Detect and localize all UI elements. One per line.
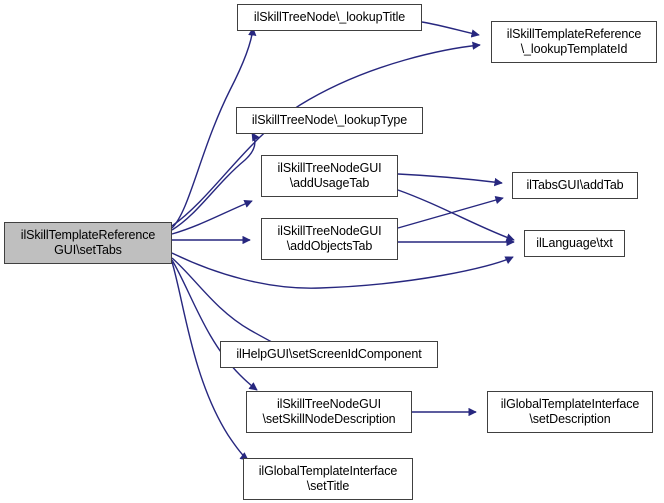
call-edge [171,199,253,235]
call-edge [397,173,503,187]
graph-node-addObjectsTab[interactable]: ilSkillTreeNodeGUI \addObjectsTab [261,218,398,260]
graph-node-label: ilSkillTreeNodeGUI \addObjectsTab [277,224,382,253]
call-edge [171,261,249,461]
graph-node-label: ilSkillTemplateReference GUI\setTabs [20,228,156,257]
call-edge [171,41,481,227]
graph-node-setTitle[interactable]: ilGlobalTemplateInterface \setTitle [243,458,413,500]
graph-node-label: ilHelpGUI\setScreenIdComponent [236,347,422,361]
graph-node-setScreenIdComponent[interactable]: ilHelpGUI\setScreenIdComponent [220,341,438,368]
call-edge [421,21,480,38]
graph-node-addTab[interactable]: ilTabsGUI\addTab [512,172,638,199]
call-edge [397,189,515,242]
graph-node-label: ilSkillTreeNode\_lookupTitle [253,10,406,24]
graph-node-lookupTemplateId[interactable]: ilSkillTemplateReference \_lookupTemplat… [491,21,657,63]
graph-node-languageTxt[interactable]: ilLanguage\txt [524,230,625,257]
graph-node-setDescription[interactable]: ilGlobalTemplateInterface \setDescriptio… [487,391,653,433]
graph-node-label: ilSkillTreeNodeGUI \addUsageTab [277,161,382,190]
call-edge [397,195,504,229]
graph-node-lookupTitle[interactable]: ilSkillTreeNode\_lookupTitle [237,4,422,31]
graph-node-label: ilSkillTemplateReference \_lookupTemplat… [506,27,642,56]
graph-node-label: ilLanguage\txt [536,236,613,250]
graph-node-label: ilGlobalTemplateInterface \setTitle [258,464,398,493]
graph-node-label: ilSkillTreeNode\_lookupType [251,113,408,127]
call-edge [171,132,260,231]
graph-node-label: ilSkillTreeNodeGUI \setSkillNodeDescript… [262,397,396,426]
call-edge [171,27,257,229]
graph-node-label: ilGlobalTemplateInterface \setDescriptio… [500,397,640,426]
graph-node-addUsageTab[interactable]: ilSkillTreeNodeGUI \addUsageTab [261,155,398,197]
graph-node-root[interactable]: ilSkillTemplateReference GUI\setTabs [4,222,172,264]
graph-node-setSkillNodeDescription[interactable]: ilSkillTreeNodeGUI \setSkillNodeDescript… [246,391,412,433]
graph-node-lookupType[interactable]: ilSkillTreeNode\_lookupType [236,107,423,134]
graph-node-label: ilTabsGUI\addTab [526,178,624,192]
call-edge [171,252,514,289]
